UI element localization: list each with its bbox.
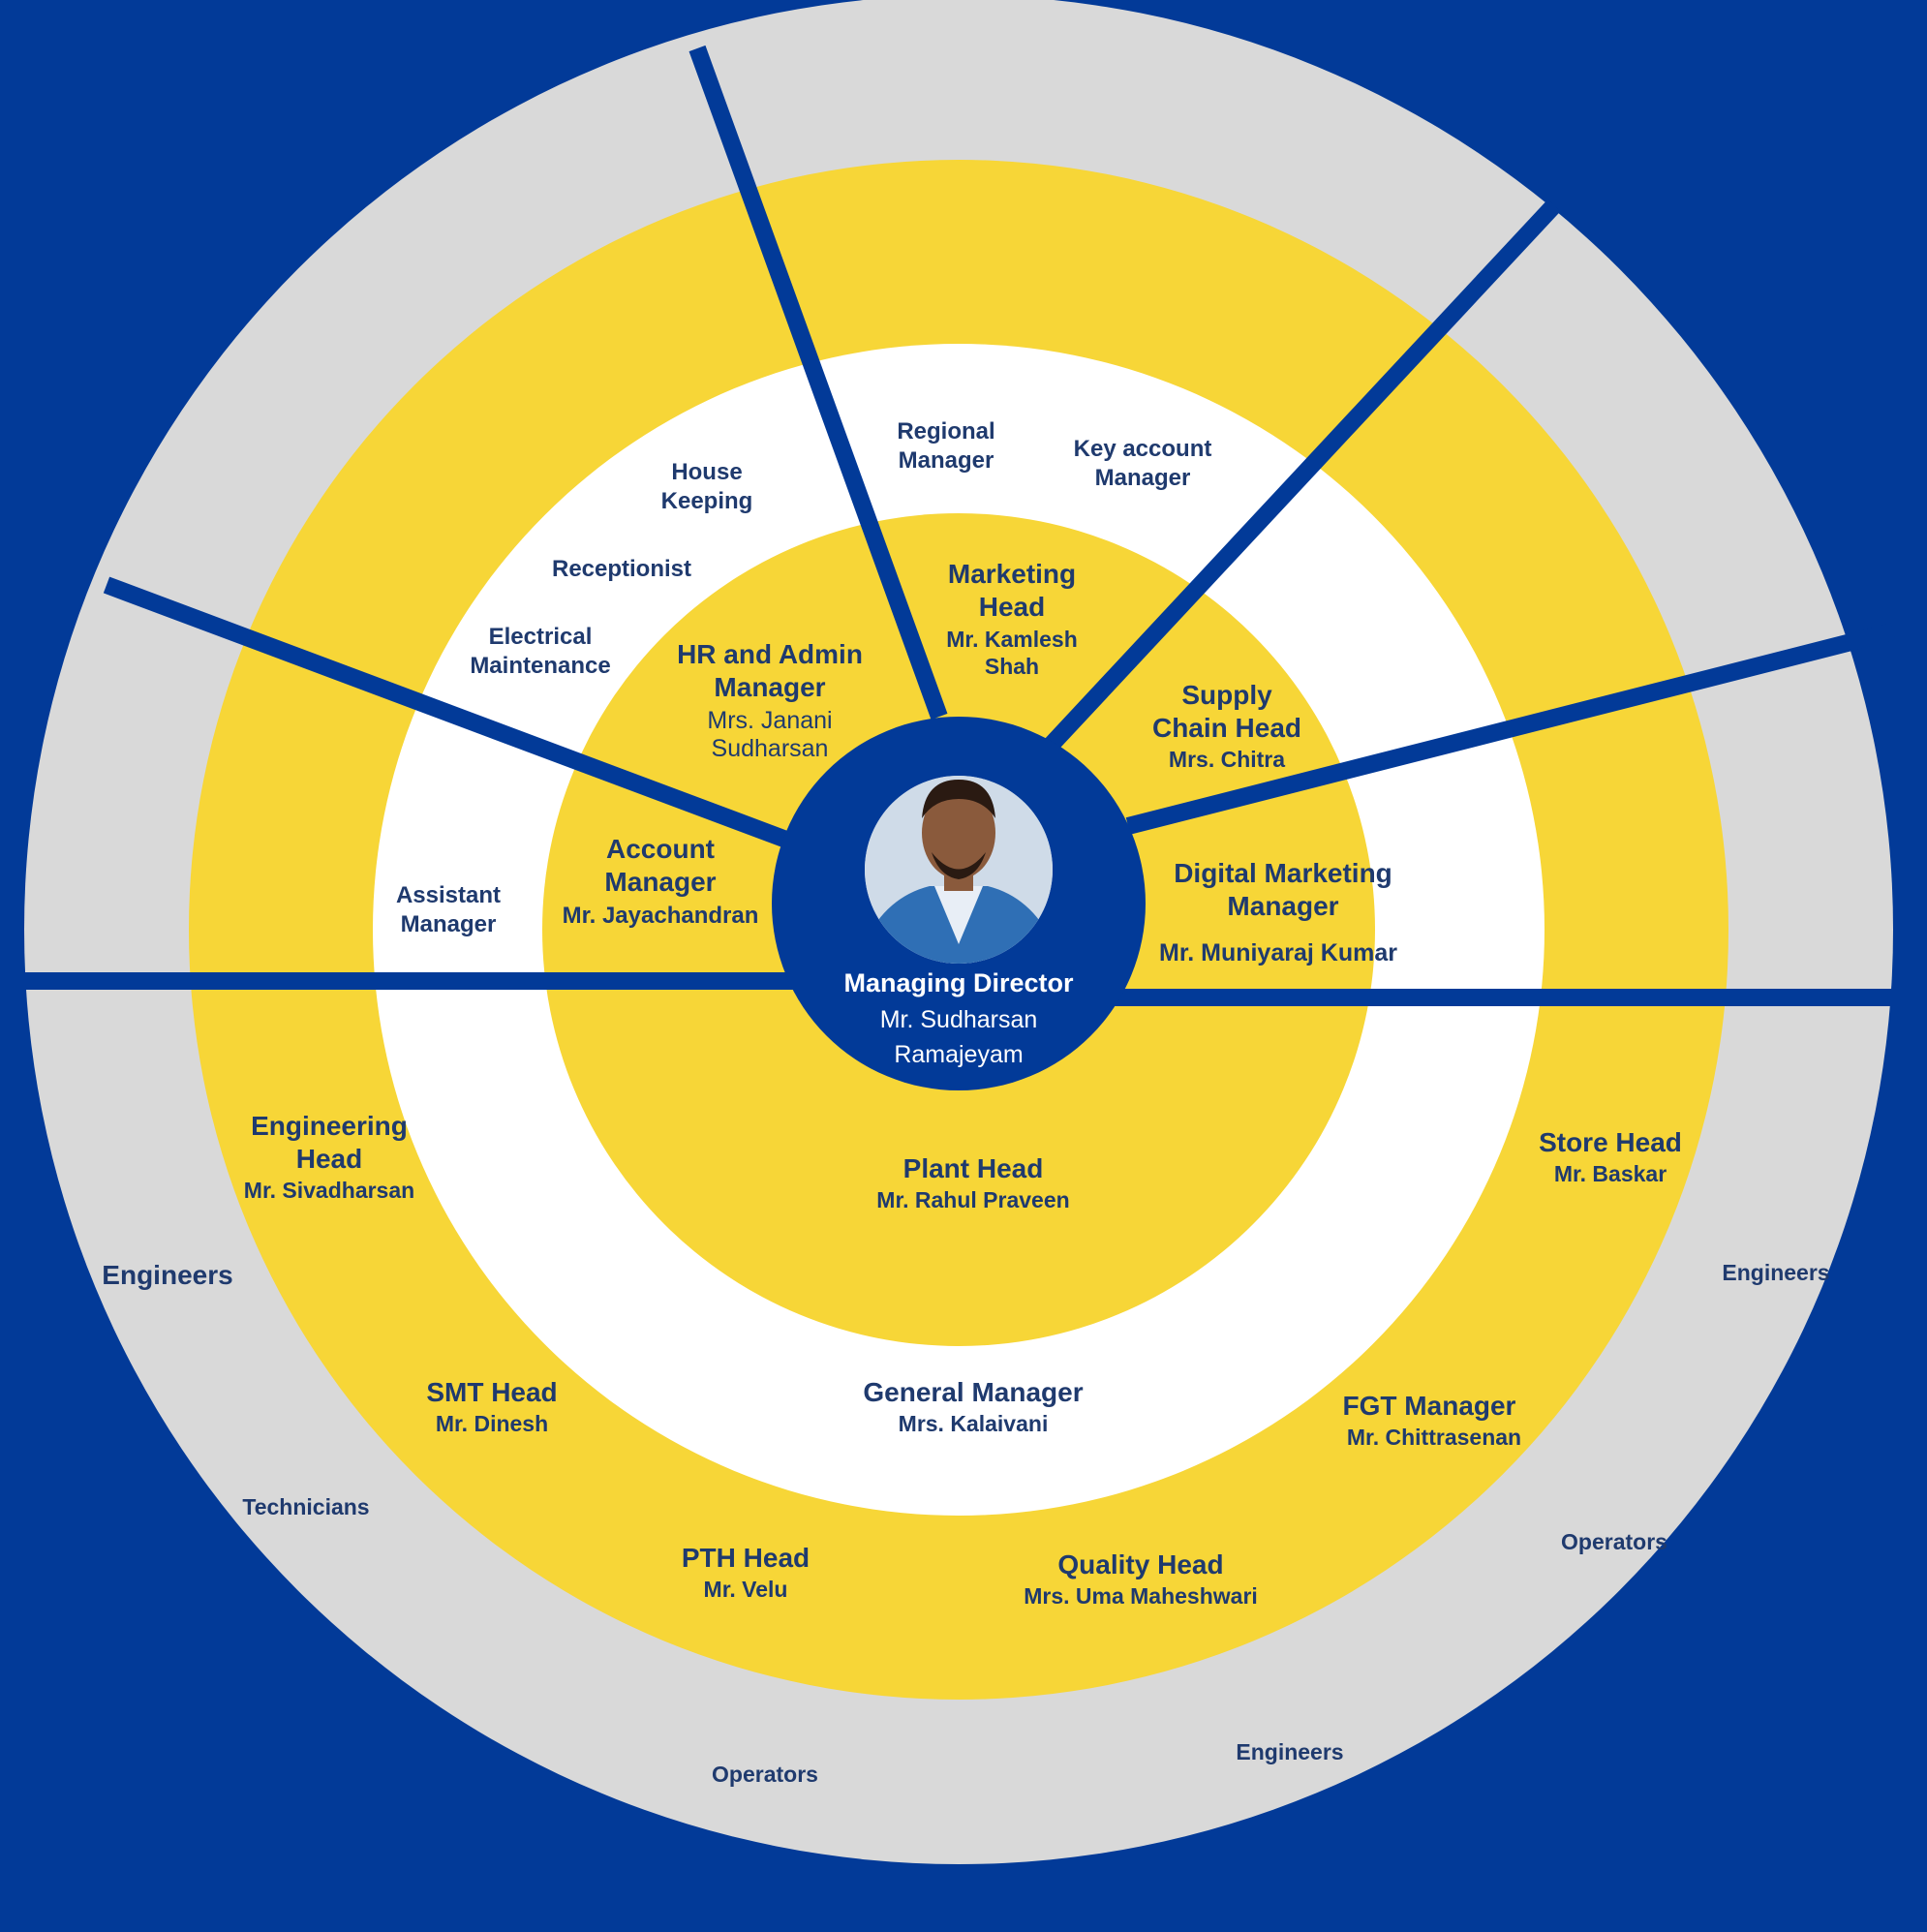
svg-text:PTH Head: PTH Head	[682, 1543, 810, 1573]
svg-text:Chain Head: Chain Head	[1152, 713, 1301, 743]
pth-head: PTH Head Mr. Velu	[682, 1543, 810, 1602]
svg-text:Mr. Velu: Mr. Velu	[704, 1577, 788, 1602]
svg-text:Mrs. Kalaivani: Mrs. Kalaivani	[899, 1411, 1049, 1436]
svg-text:Manager: Manager	[899, 447, 994, 474]
store-head: Store Head Mr. Baskar	[1539, 1127, 1682, 1186]
center-name-line2: Ramajeyam	[894, 1041, 1023, 1068]
svg-text:Maintenance: Maintenance	[470, 653, 610, 679]
svg-text:Mr. Chittrasenan: Mr. Chittrasenan	[1347, 1425, 1521, 1450]
svg-text:Electrical: Electrical	[489, 624, 593, 650]
svg-text:Manager: Manager	[1095, 465, 1191, 491]
svg-text:Supply: Supply	[1181, 680, 1272, 710]
sector-dividers	[19, 45, 1927, 1006]
svg-text:House: House	[671, 459, 742, 485]
svg-text:Digital Marketing: Digital Marketing	[1174, 858, 1392, 888]
engineering-head: Engineering Head Mr. Sivadharsan	[244, 1111, 414, 1203]
center-name-line1: Mr. Sudharsan	[880, 1006, 1038, 1033]
white-ring-labels: Regional Manager Key account Manager Hou…	[396, 418, 1211, 1436]
svg-text:Head: Head	[979, 592, 1045, 622]
svg-text:Mr. Rahul Praveen: Mr. Rahul Praveen	[876, 1187, 1069, 1212]
svg-text:HR and Admin: HR and Admin	[677, 639, 863, 669]
inner-heads: Marketing Head Mr. Kamlesh Shah HR and A…	[563, 559, 1398, 1212]
svg-text:Shah: Shah	[985, 654, 1039, 679]
svg-text:Mr. Sivadharsan: Mr. Sivadharsan	[244, 1178, 414, 1203]
svg-text:Keeping: Keeping	[661, 488, 753, 514]
svg-text:FGT Manager: FGT Manager	[1343, 1391, 1516, 1421]
house-keeping: House Keeping	[661, 459, 753, 514]
plant-head: Plant Head Mr. Rahul Praveen	[876, 1153, 1069, 1212]
svg-text:General Manager: General Manager	[863, 1377, 1083, 1407]
key-account-manager: Key account Manager	[1074, 436, 1212, 491]
fgt-manager: FGT Manager Mr. Chittrasenan	[1343, 1391, 1522, 1450]
engineers-left: Engineers	[102, 1260, 232, 1290]
engineers-right: Engineers	[1722, 1260, 1829, 1285]
divider-right-upper	[1125, 623, 1896, 835]
digital-marketing-manager: Digital Marketing Manager Mr. Muniyaraj …	[1159, 858, 1397, 966]
svg-text:Account: Account	[606, 834, 715, 864]
hr-admin-manager: HR and Admin Manager Mrs. Janani Sudhars…	[677, 639, 863, 762]
center-role: Managing Director	[843, 968, 1074, 997]
marketing-head: Marketing Head Mr. Kamlesh Shah	[946, 559, 1078, 679]
svg-text:Mrs. Uma Maheshwari: Mrs. Uma Maheshwari	[1024, 1583, 1258, 1609]
svg-text:Assistant: Assistant	[396, 882, 501, 908]
svg-text:Engineering: Engineering	[251, 1111, 408, 1141]
divider-upper-right	[1039, 199, 1561, 757]
svg-text:Mr. Dinesh: Mr. Dinesh	[436, 1411, 548, 1436]
account-manager: Account Manager Mr. Jayachandran	[563, 834, 759, 929]
svg-text:Mrs. Janani: Mrs. Janani	[707, 707, 832, 734]
regional-manager: Regional Manager	[897, 418, 994, 474]
supply-chain-head: Supply Chain Head Mrs. Chitra	[1152, 680, 1301, 772]
assistant-manager: Assistant Manager	[396, 882, 501, 937]
svg-text:Quality Head: Quality Head	[1057, 1549, 1223, 1579]
engineers-bottom: Engineers	[1236, 1739, 1343, 1764]
operators-bottom: Operators	[712, 1762, 818, 1787]
technicians: Technicians	[242, 1494, 369, 1519]
svg-text:Mr. Jayachandran: Mr. Jayachandran	[563, 903, 759, 929]
outer-ring-labels: Engineers Technicians Operators Engineer…	[102, 1260, 1829, 1787]
svg-text:Marketing: Marketing	[948, 559, 1076, 589]
svg-text:SMT Head: SMT Head	[426, 1377, 557, 1407]
divider-top	[688, 45, 948, 721]
svg-text:Mr. Muniyaraj Kumar: Mr. Muniyaraj Kumar	[1159, 939, 1397, 966]
svg-text:Head: Head	[296, 1144, 362, 1174]
quality-head: Quality Head Mrs. Uma Maheshwari	[1024, 1549, 1258, 1609]
svg-text:Manager: Manager	[604, 867, 716, 897]
svg-text:Manager: Manager	[401, 911, 497, 937]
svg-text:Manager: Manager	[714, 672, 825, 702]
divider-upper-left	[103, 576, 798, 851]
svg-text:Plant Head: Plant Head	[903, 1153, 1044, 1183]
svg-text:Store Head: Store Head	[1539, 1127, 1682, 1157]
electrical-maintenance: Electrical Maintenance	[470, 624, 610, 679]
svg-text:Mrs. Chitra: Mrs. Chitra	[1169, 747, 1285, 772]
svg-text:Mr. Baskar: Mr. Baskar	[1554, 1161, 1667, 1186]
svg-text:Sudharsan: Sudharsan	[712, 735, 829, 762]
receptionist: Receptionist	[552, 556, 691, 582]
operators-right: Operators	[1561, 1529, 1667, 1554]
svg-text:Manager: Manager	[1227, 891, 1338, 921]
yellow-ring-labels: Engineering Head Mr. Sivadharsan SMT Hea…	[244, 1111, 1682, 1609]
svg-text:Key account: Key account	[1074, 436, 1212, 462]
svg-text:Regional: Regional	[897, 418, 994, 445]
smt-head: SMT Head Mr. Dinesh	[426, 1377, 557, 1436]
general-manager: General Manager Mrs. Kalaivani	[863, 1377, 1083, 1436]
svg-text:Mr. Kamlesh: Mr. Kamlesh	[946, 627, 1078, 652]
